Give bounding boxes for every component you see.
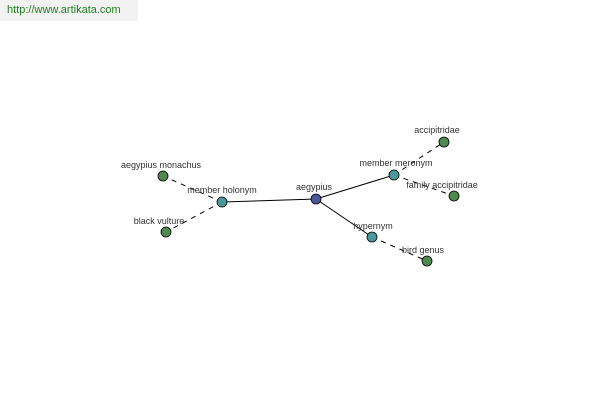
- edge-aegypius-member-meronym: [315, 174, 395, 200]
- label-member-holonym[interactable]: member holonym: [187, 185, 257, 195]
- edge-aegypius-member-holonym: [221, 198, 317, 203]
- node-bird-genus[interactable]: [421, 255, 433, 267]
- node-family-accipitridae[interactable]: [448, 190, 460, 202]
- node-black-vulture[interactable]: [160, 226, 172, 238]
- node-member-holonym[interactable]: [216, 196, 228, 208]
- edge-member-holonym-black-vulture: [165, 201, 223, 233]
- edge-hypernym-bird-genus: [371, 236, 428, 262]
- label-aegypius[interactable]: aegypius: [296, 182, 333, 192]
- label-member-meronym[interactable]: member meronym: [359, 158, 432, 168]
- node-accipitridae[interactable]: [438, 136, 450, 148]
- source-url[interactable]: http://www.artikata.com: [0, 0, 138, 21]
- label-family-accipitridae[interactable]: family accipitridae: [406, 180, 478, 190]
- edge-aegypius-hypernym: [315, 198, 373, 238]
- node-aegypius[interactable]: [310, 193, 322, 205]
- label-accipitridae[interactable]: accipitridae: [414, 125, 460, 135]
- label-bird-genus[interactable]: bird genus: [402, 245, 445, 255]
- label-black-vulture[interactable]: black vulture: [134, 216, 185, 226]
- label-aegypius-monachus[interactable]: aegypius monachus: [121, 160, 202, 170]
- node-aegypius-monachus[interactable]: [157, 170, 169, 182]
- node-member-meronym[interactable]: [388, 169, 400, 181]
- edge-member-meronym-family-accipitridae: [393, 174, 455, 197]
- label-hypernym[interactable]: hypernym: [353, 221, 393, 231]
- edge-member-holonym-aegypius-monachus: [162, 175, 223, 203]
- node-hypernym[interactable]: [366, 231, 378, 243]
